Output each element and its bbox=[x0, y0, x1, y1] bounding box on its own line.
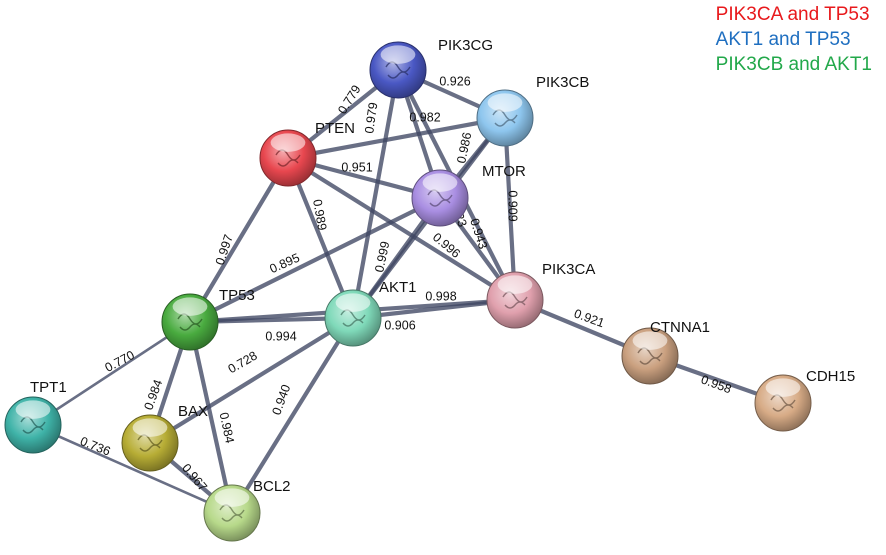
node-pten[interactable] bbox=[259, 129, 317, 187]
edge-pik3cg-akt1 bbox=[350, 67, 401, 321]
edge-score-mtor-tp53: 0.895 bbox=[268, 251, 302, 277]
edge-score-mtor-akt1: 0.999 bbox=[372, 240, 392, 274]
protein-structure-icon bbox=[340, 309, 366, 327]
node-highlight bbox=[172, 297, 208, 316]
edge-score-pik3cb-pik3ca: 0.909 bbox=[506, 190, 520, 221]
protein-structure-icon bbox=[502, 291, 528, 309]
node-highlight bbox=[15, 400, 51, 419]
node-label-tpt1: TPT1 bbox=[30, 379, 67, 396]
node-akt1[interactable] bbox=[324, 289, 382, 347]
edge-tpt1-bcl2 bbox=[31, 423, 234, 515]
node-highlight bbox=[497, 275, 533, 294]
edge-score-akt1-pik3ca: 0.998 bbox=[425, 289, 456, 303]
edge-score-pik3cg-pik3cb: 0.926 bbox=[439, 74, 470, 88]
edge-pten-pik3cb bbox=[285, 115, 508, 161]
node-label-tp53: TP53 bbox=[219, 287, 255, 304]
node-bcl2[interactable] bbox=[203, 484, 261, 542]
node-mtor[interactable] bbox=[411, 169, 469, 227]
legend-item-pik3cb-akt1: PIK3CB and AKT1 bbox=[715, 54, 872, 75]
node-highlight bbox=[132, 418, 168, 437]
node-label-pik3ca: PIK3CA bbox=[542, 261, 595, 278]
legend-item-akt1-tp53: AKT1 and TP53 bbox=[715, 29, 851, 50]
protein-structure-icon bbox=[219, 504, 245, 522]
node-tp53[interactable] bbox=[161, 293, 219, 351]
protein-structure-icon bbox=[492, 109, 518, 127]
node-label-mtor: MTOR bbox=[482, 163, 526, 180]
node-highlight bbox=[487, 93, 523, 112]
edge-score-tp53-akt1: 0.994 bbox=[265, 329, 296, 343]
protein-structure-icon bbox=[637, 347, 663, 365]
node-highlight bbox=[632, 331, 668, 350]
node-labels-layer: PIK3CG PIK3CB PTEN MTOR PIK3CA AKT1 TP53TPT1BA… bbox=[30, 37, 855, 495]
node-pik3cb[interactable] bbox=[476, 89, 534, 147]
edge-pten-pik3ca bbox=[285, 155, 518, 303]
edge-tp53-tpt1 bbox=[31, 320, 192, 427]
edge-score-pik3cg-pik3ca: 0.943 bbox=[467, 217, 490, 251]
node-label-cdh15: CDH15 bbox=[806, 368, 855, 385]
edge-score-tp53-pik3ca: 0.906 bbox=[384, 318, 415, 332]
legend: PIK3CA and TP53 AKT1 and TP53 PIK3CB and… bbox=[716, 2, 872, 77]
edge-score-pten-mtor: 0.951 bbox=[341, 160, 372, 174]
node-highlight bbox=[422, 173, 458, 192]
edge-score-pik3cg-akt1: 0.979 bbox=[362, 101, 380, 134]
node-cdh15[interactable] bbox=[754, 374, 812, 432]
protein-structure-icon bbox=[137, 434, 163, 452]
protein-structure-icon bbox=[20, 416, 46, 434]
node-label-ctnna1: CTNNA1 bbox=[650, 319, 710, 336]
node-highlight bbox=[270, 133, 306, 152]
node-label-pik3cb: PIK3CB bbox=[536, 74, 589, 91]
node-highlight bbox=[335, 293, 371, 312]
edge-score-tpt1-bcl2: 0.736 bbox=[78, 434, 112, 459]
node-highlight bbox=[380, 45, 416, 64]
edge-mtor-tp53 bbox=[187, 195, 443, 325]
edge-score-akt1-bcl2: 0.940 bbox=[269, 383, 293, 417]
node-label-bax: BAX bbox=[178, 403, 208, 420]
protein-structure-icon bbox=[177, 313, 203, 331]
node-highlight bbox=[765, 378, 801, 397]
edge-akt1-bax bbox=[147, 315, 356, 446]
legend-item-pik3ca-tp53: PIK3CA and TP53 bbox=[715, 4, 870, 25]
node-pik3ca[interactable] bbox=[486, 271, 544, 329]
edge-score-tp53-tpt1: 0.770 bbox=[103, 348, 137, 375]
edge-pik3cb-pik3ca bbox=[502, 115, 518, 303]
node-ctnna1[interactable] bbox=[621, 327, 679, 385]
edge-tp53-bcl2 bbox=[187, 319, 235, 516]
edge-score-pten-pik3cb: 0.982 bbox=[409, 110, 440, 124]
node-label-akt1: AKT1 bbox=[379, 279, 417, 296]
nodes-layer bbox=[4, 41, 812, 542]
node-pik3cg[interactable] bbox=[369, 41, 427, 99]
protein-structure-icon bbox=[385, 61, 411, 79]
node-label-bcl2: BCL2 bbox=[253, 478, 291, 495]
protein-structure-icon bbox=[427, 189, 453, 207]
protein-structure-icon bbox=[770, 394, 796, 412]
edge-score-ctnna1-cdh15: 0.958 bbox=[699, 372, 733, 396]
edge-score-pik3cb-akt1: 0.986 bbox=[454, 131, 474, 165]
node-label-pik3cg: PIK3CG bbox=[438, 37, 493, 54]
edge-akt1-bcl2 bbox=[229, 315, 356, 516]
edge-pten-akt1 bbox=[285, 155, 356, 321]
node-bax[interactable] bbox=[121, 414, 179, 472]
edge-score-tp53-bcl2: 0.984 bbox=[217, 411, 237, 445]
edge-score-akt1-bax: 0.728 bbox=[226, 348, 260, 376]
node-highlight bbox=[214, 488, 250, 507]
protein-structure-icon bbox=[275, 149, 301, 167]
edge-score-pten-akt1: 0.989 bbox=[310, 198, 329, 231]
node-tpt1[interactable] bbox=[4, 396, 62, 454]
edge-pten-tp53 bbox=[187, 155, 291, 325]
node-label-pten: PTEN bbox=[315, 120, 355, 137]
